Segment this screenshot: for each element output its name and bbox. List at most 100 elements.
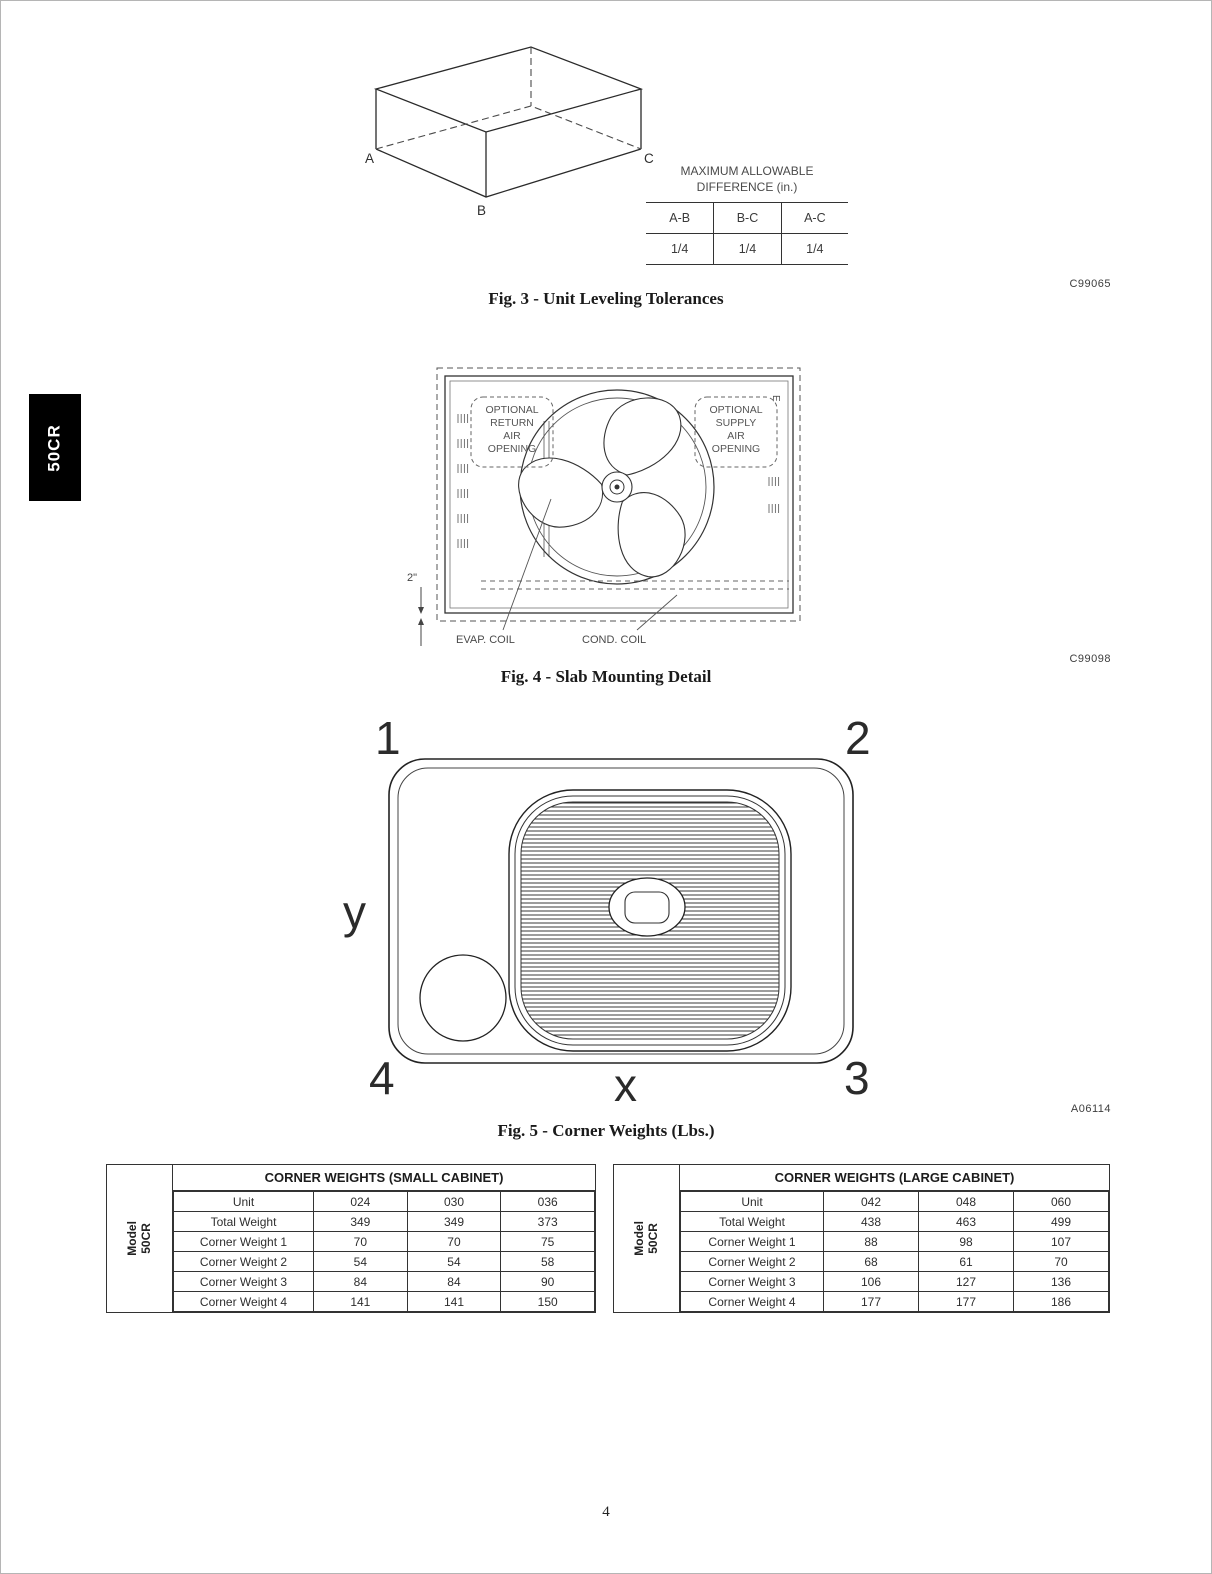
tolerance-value-ac: 1/4	[780, 234, 848, 266]
supply-air-opening-label: OPTIONAL SUPPLY AIR OPENING	[709, 404, 762, 455]
cell: 84	[406, 1271, 502, 1292]
row-label: Corner Weight 3	[680, 1271, 824, 1292]
supply-label-line4: OPENING	[712, 443, 760, 455]
cell: 438	[823, 1211, 919, 1232]
row-label: Total Weight	[173, 1211, 314, 1232]
cell: 177	[823, 1291, 919, 1312]
large-model-cell: Model 50CR	[614, 1165, 680, 1312]
fig4-reference-code: C99098	[1069, 653, 1111, 665]
supply-label-line2: SUPPLY	[716, 417, 757, 429]
edge-letter: E	[770, 395, 781, 402]
corner-number-1: 1	[375, 712, 401, 764]
supply-air-opening-outline	[694, 396, 778, 468]
row-label: Corner Weight 4	[173, 1291, 314, 1312]
cell: 349	[406, 1211, 502, 1232]
return-air-opening-outline	[470, 396, 554, 468]
supply-label-line1: OPTIONAL	[709, 404, 762, 416]
cell: 048	[918, 1191, 1014, 1212]
cell: 499	[1013, 1211, 1109, 1232]
row-label: Total Weight	[680, 1211, 824, 1232]
cell: 84	[313, 1271, 408, 1292]
model-label-line2: 50CR	[646, 1223, 661, 1254]
left-edge-hatching	[457, 414, 469, 548]
model-label-line1: Model	[632, 1221, 647, 1256]
cell: 042	[823, 1191, 919, 1212]
cell: 150	[500, 1291, 595, 1312]
table-row: Corner Weight 3 106 127 136	[680, 1271, 1109, 1292]
table-row: Total Weight 438 463 499	[680, 1211, 1109, 1232]
fig3-caption: Fig. 3 - Unit Leveling Tolerances	[488, 289, 724, 308]
fig4-slab-mounting-drawing: OPTIONAL RETURN AIR OPENING OPTIONAL SUP…	[407, 367, 801, 646]
leveling-box-hidden-edges	[375, 47, 642, 150]
cell: 98	[918, 1231, 1014, 1252]
axis-label-y: y	[343, 886, 366, 938]
row-label: Corner Weight 1	[173, 1231, 314, 1252]
cell: 61	[918, 1251, 1014, 1272]
tolerance-title-line1: MAXIMUM ALLOWABLE	[680, 164, 814, 178]
right-edge-hatching	[768, 477, 780, 513]
cell: 177	[918, 1291, 1014, 1312]
cell: 68	[823, 1251, 919, 1272]
tolerance-header-ac: A-C	[780, 203, 848, 235]
grille-center-handle	[608, 877, 686, 937]
corner-number-3: 3	[844, 1052, 870, 1104]
slab-front-edge-lines	[481, 580, 789, 590]
evap-coil-label: EVAP. COIL	[456, 634, 515, 646]
tolerance-header-ab: A-B	[646, 203, 714, 235]
supply-label-line3: AIR	[727, 430, 745, 442]
cell: 141	[313, 1291, 408, 1312]
unit-top-inner-line	[397, 767, 845, 1055]
row-label: Corner Weight 4	[680, 1291, 824, 1312]
cell: 70	[313, 1231, 408, 1252]
row-label: Corner Weight 2	[680, 1251, 824, 1272]
cell: 127	[918, 1271, 1014, 1292]
return-label-line4: OPENING	[488, 443, 536, 455]
slab-dimension: 2"	[407, 572, 424, 646]
model-label-line2: 50CR	[139, 1223, 154, 1254]
corner-label-b: B	[477, 203, 486, 218]
unit-top-outline	[388, 758, 854, 1064]
return-label-line1: OPTIONAL	[485, 404, 538, 416]
table-row: Unit 042 048 060	[680, 1191, 1109, 1212]
tolerance-value-bc: 1/4	[713, 234, 781, 266]
fig4-caption: Fig. 4 - Slab Mounting Detail	[500, 667, 712, 686]
large-cabinet-title: CORNER WEIGHTS (LARGE CABINET)	[680, 1165, 1109, 1191]
row-label: Corner Weight 2	[173, 1251, 314, 1272]
unit-base-inner-line	[449, 380, 789, 609]
cell: 036	[500, 1191, 595, 1212]
leveling-box-solid-edges	[373, 46, 644, 198]
return-label-line3: AIR	[503, 430, 521, 442]
table-row: Corner Weight 2 54 54 58	[173, 1251, 595, 1272]
corner-weight-tables: Model 50CR CORNER WEIGHTS (SMALL CABINET…	[106, 1164, 1111, 1313]
table-row: Corner Weight 1 88 98 107	[680, 1231, 1109, 1252]
cell: 58	[500, 1251, 595, 1272]
side-tab-50cr: 50CR	[29, 394, 81, 501]
cond-coil-label: COND. COIL	[582, 634, 646, 646]
cell: 060	[1013, 1191, 1109, 1212]
table-row: Corner Weight 4 177 177 186	[680, 1291, 1109, 1312]
cell: 373	[500, 1211, 595, 1232]
cell: 107	[1013, 1231, 1109, 1252]
row-label: Corner Weight 3	[173, 1271, 314, 1292]
cell: 54	[406, 1251, 502, 1272]
table-row: Unit 024 030 036	[173, 1191, 595, 1212]
corner-number-2: 2	[845, 712, 871, 764]
compressor-access-circle	[419, 954, 507, 1042]
tolerance-table-title: MAXIMUM ALLOWABLE DIFFERENCE (in.)	[646, 163, 848, 195]
small-cabinet-table-block: Model 50CR CORNER WEIGHTS (SMALL CABINET…	[106, 1164, 596, 1313]
tolerance-value-ab: 1/4	[646, 234, 714, 266]
cell: 349	[313, 1211, 408, 1232]
large-cabinet-table-block: Model 50CR CORNER WEIGHTS (LARGE CABINET…	[613, 1164, 1110, 1313]
slab-outline-dashed	[436, 367, 801, 622]
cell: 88	[823, 1231, 919, 1252]
small-model-cell: Model 50CR	[107, 1165, 173, 1312]
fan-blades	[518, 397, 686, 578]
corner-number-4: 4	[369, 1052, 395, 1104]
large-model-label: Model 50CR	[632, 1221, 661, 1256]
table-row: Corner Weight 3 84 84 90	[173, 1271, 595, 1292]
cell: 463	[918, 1211, 1014, 1232]
cell: 030	[406, 1191, 502, 1212]
model-label-line1: Model	[125, 1221, 140, 1256]
cell: 75	[500, 1231, 595, 1252]
corner-label-a: A	[365, 151, 374, 166]
